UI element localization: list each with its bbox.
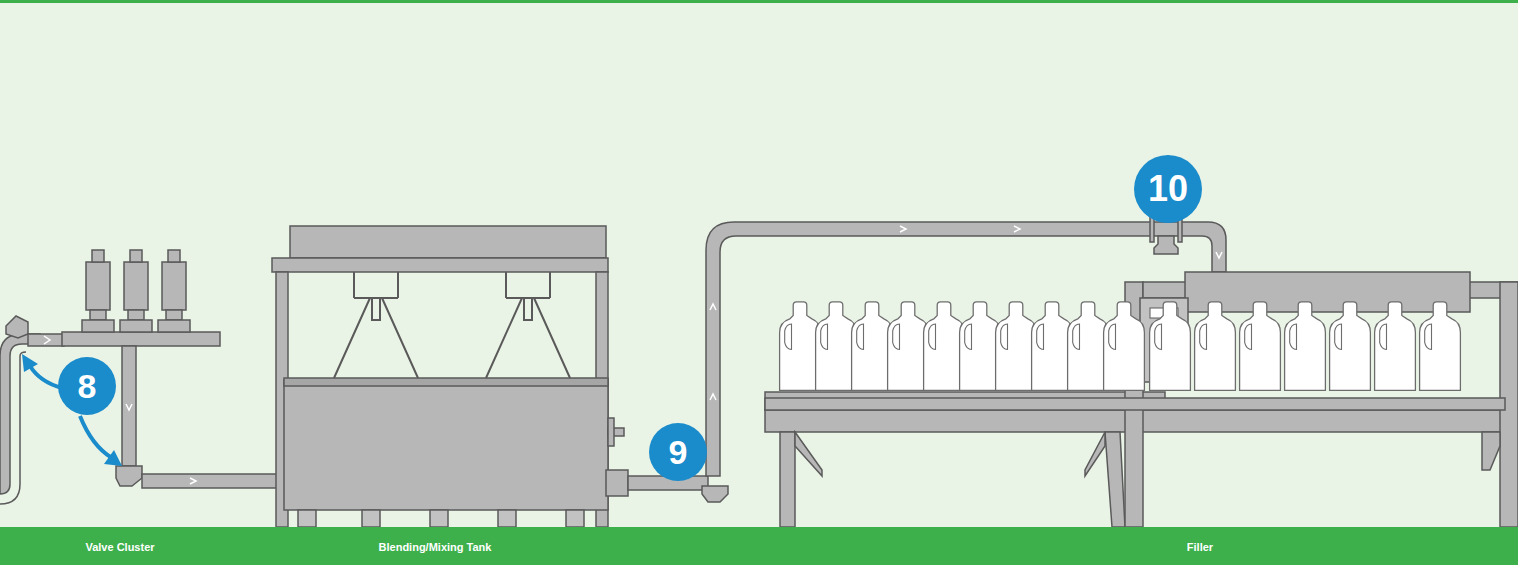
callout-text: 9 [669,435,688,469]
callout-number: 8 [58,357,116,415]
section-label: Filler [1187,542,1213,553]
callout-number: 9 [649,423,707,481]
label-band: Valve Cluster Blending/Mixing Tank Filler [0,527,1518,565]
callout-text: 8 [78,369,97,403]
section-label: Blending/Mixing Tank [379,542,492,553]
section-label: Valve Cluster [85,542,154,553]
callout-number: 10 [1134,155,1202,223]
callout-text: 10 [1148,171,1188,207]
